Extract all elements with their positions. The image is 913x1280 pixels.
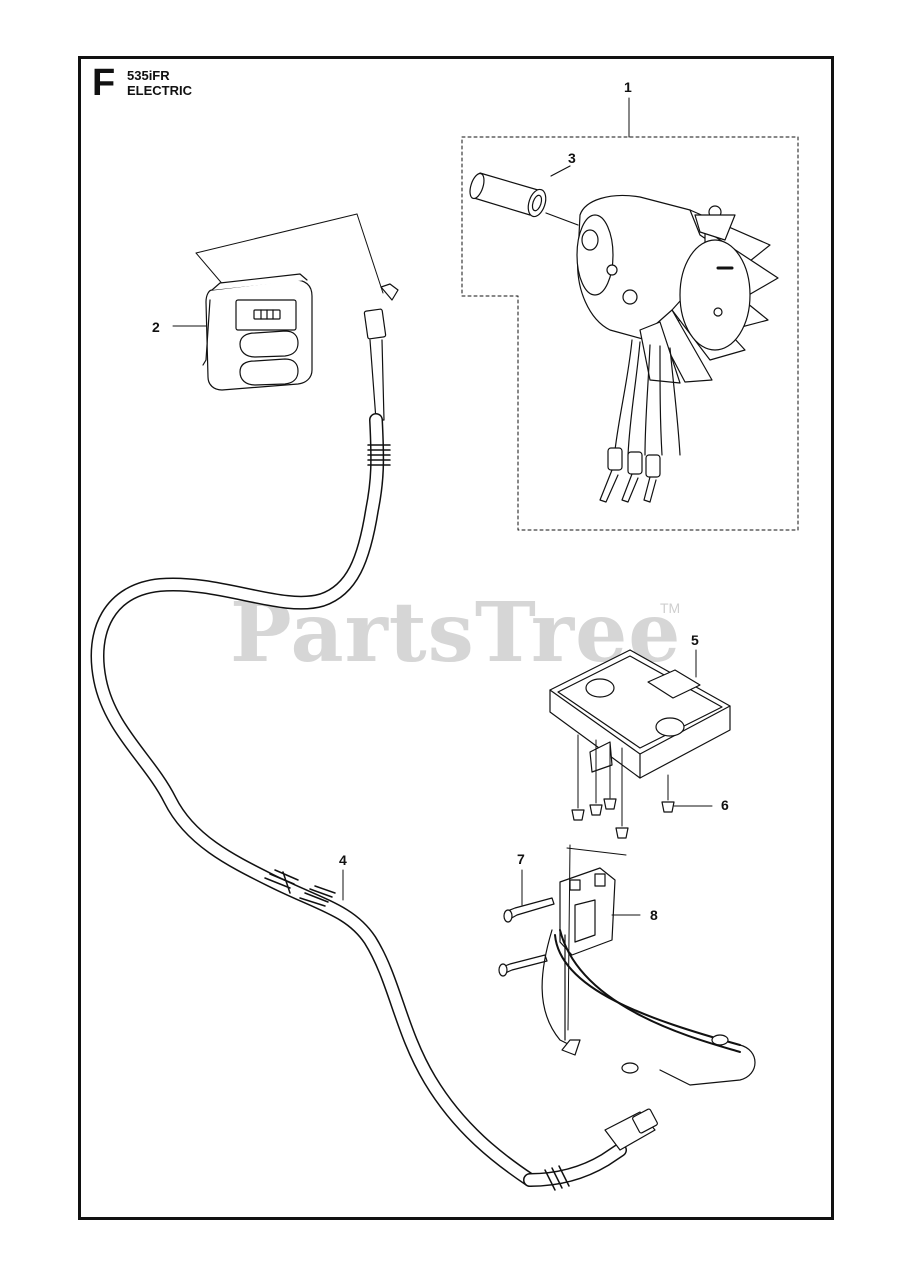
callout-1[interactable]: 1 [624,79,632,95]
callout-6[interactable]: 6 [721,797,729,813]
group-name: ELECTRIC [127,83,192,98]
callout-8[interactable]: 8 [650,907,658,923]
callout-4[interactable]: 4 [339,852,347,868]
motor-body-part [576,194,779,503]
battery-indicator-part [172,213,384,391]
callout-3[interactable]: 3 [568,150,576,166]
callout-2[interactable]: 2 [152,319,160,335]
battery-connector-part [541,844,756,1086]
control-unit-part [549,649,731,779]
section-letter: F [92,62,116,104]
diagram-frame [78,56,834,1220]
screws-part [571,734,713,839]
callout-7[interactable]: 7 [517,851,525,867]
bolts-part [498,869,555,977]
trademark-mark: TM [660,600,681,616]
callout-5[interactable]: 5 [691,632,699,648]
model-name: 535iFR [127,68,170,83]
motor-assembly-group [461,97,799,531]
cable-harness-part [90,283,658,1191]
motor-sleeve-part [469,165,579,226]
